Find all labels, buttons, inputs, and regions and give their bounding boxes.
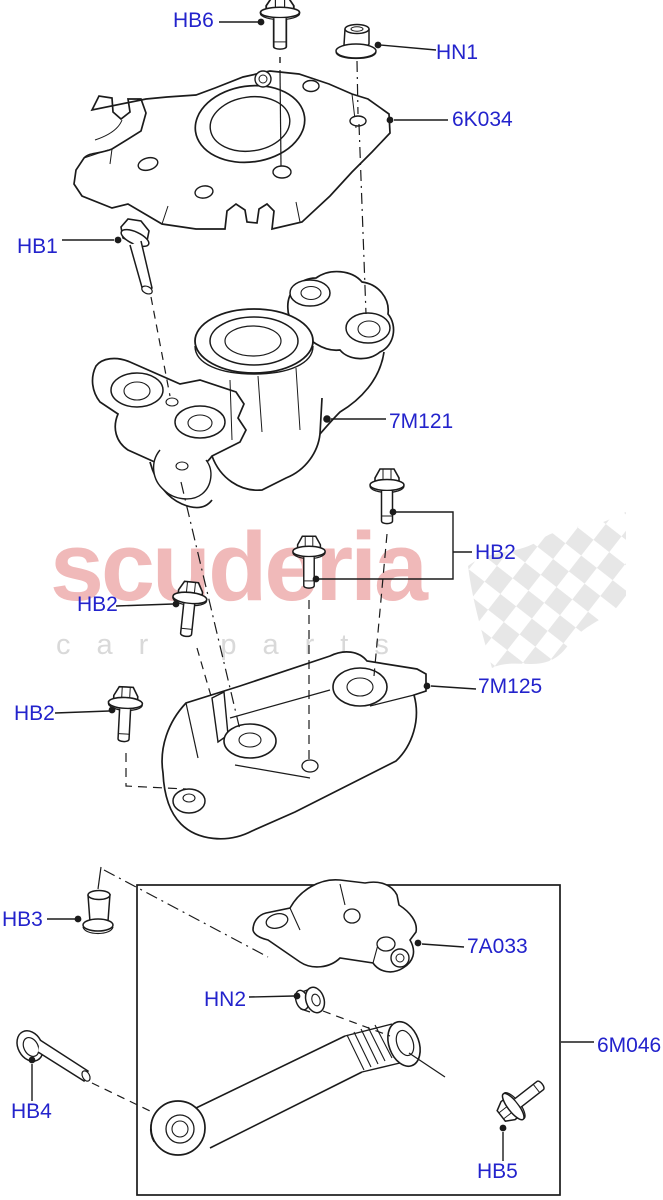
callout-7M125[interactable]: 7M125	[478, 675, 543, 698]
callout-HN1[interactable]: HN1	[436, 41, 479, 64]
callout-7M121[interactable]: 7M121	[389, 410, 454, 433]
part-6K034-bracket-drawing	[73, 70, 391, 231]
callout-HB6[interactable]: HB6	[173, 9, 214, 32]
watermark-brand: scuderia	[50, 512, 428, 621]
callout-HN2[interactable]: HN2	[204, 988, 247, 1011]
fastener-HB3-bolt	[82, 889, 114, 935]
watermark-checkered-flag	[468, 512, 626, 668]
fastener-HB2-bolt-lower-left	[105, 685, 145, 744]
callout-HB5[interactable]: HB5	[477, 1160, 518, 1183]
callout-HB2-upper-left[interactable]: HB2	[77, 593, 118, 616]
callout-6M046[interactable]: 6M046	[597, 1034, 662, 1057]
fastener-HB2-bolt-right-lower	[292, 535, 326, 589]
fastener-HB1-bolt	[120, 218, 153, 295]
callout-6K034[interactable]: 6K034	[452, 108, 513, 131]
fastener-HB6-bolt	[259, 0, 301, 51]
part-6M046-torque-rod-drawing	[149, 1020, 421, 1156]
callout-7A033[interactable]: 7A033	[467, 935, 528, 958]
fastener-HB2-bolt-right-upper	[369, 468, 405, 525]
fastener-HN2-nut	[294, 986, 326, 1014]
callout-HB4[interactable]: HB4	[11, 1100, 52, 1123]
callout-HB3[interactable]: HB3	[2, 908, 43, 931]
part-7M125-bracket-drawing	[161, 651, 427, 840]
leader-lines	[31, 21, 594, 1161]
part-7M121-mount-drawing	[91, 270, 395, 509]
callout-HB2-right[interactable]: HB2	[475, 541, 516, 564]
fastener-HN1-nut	[335, 23, 377, 60]
callout-HB1[interactable]: HB1	[17, 235, 58, 258]
fastener-HB5-bolt	[490, 1070, 553, 1130]
leader-dots	[28, 18, 507, 1132]
fastener-HB4-bolt	[16, 1030, 91, 1083]
fastener-HB2-bolt-upper-left	[168, 579, 210, 639]
part-7A033-bracket-drawing	[252, 879, 418, 973]
callout-HB2-lower-left[interactable]: HB2	[14, 702, 55, 725]
